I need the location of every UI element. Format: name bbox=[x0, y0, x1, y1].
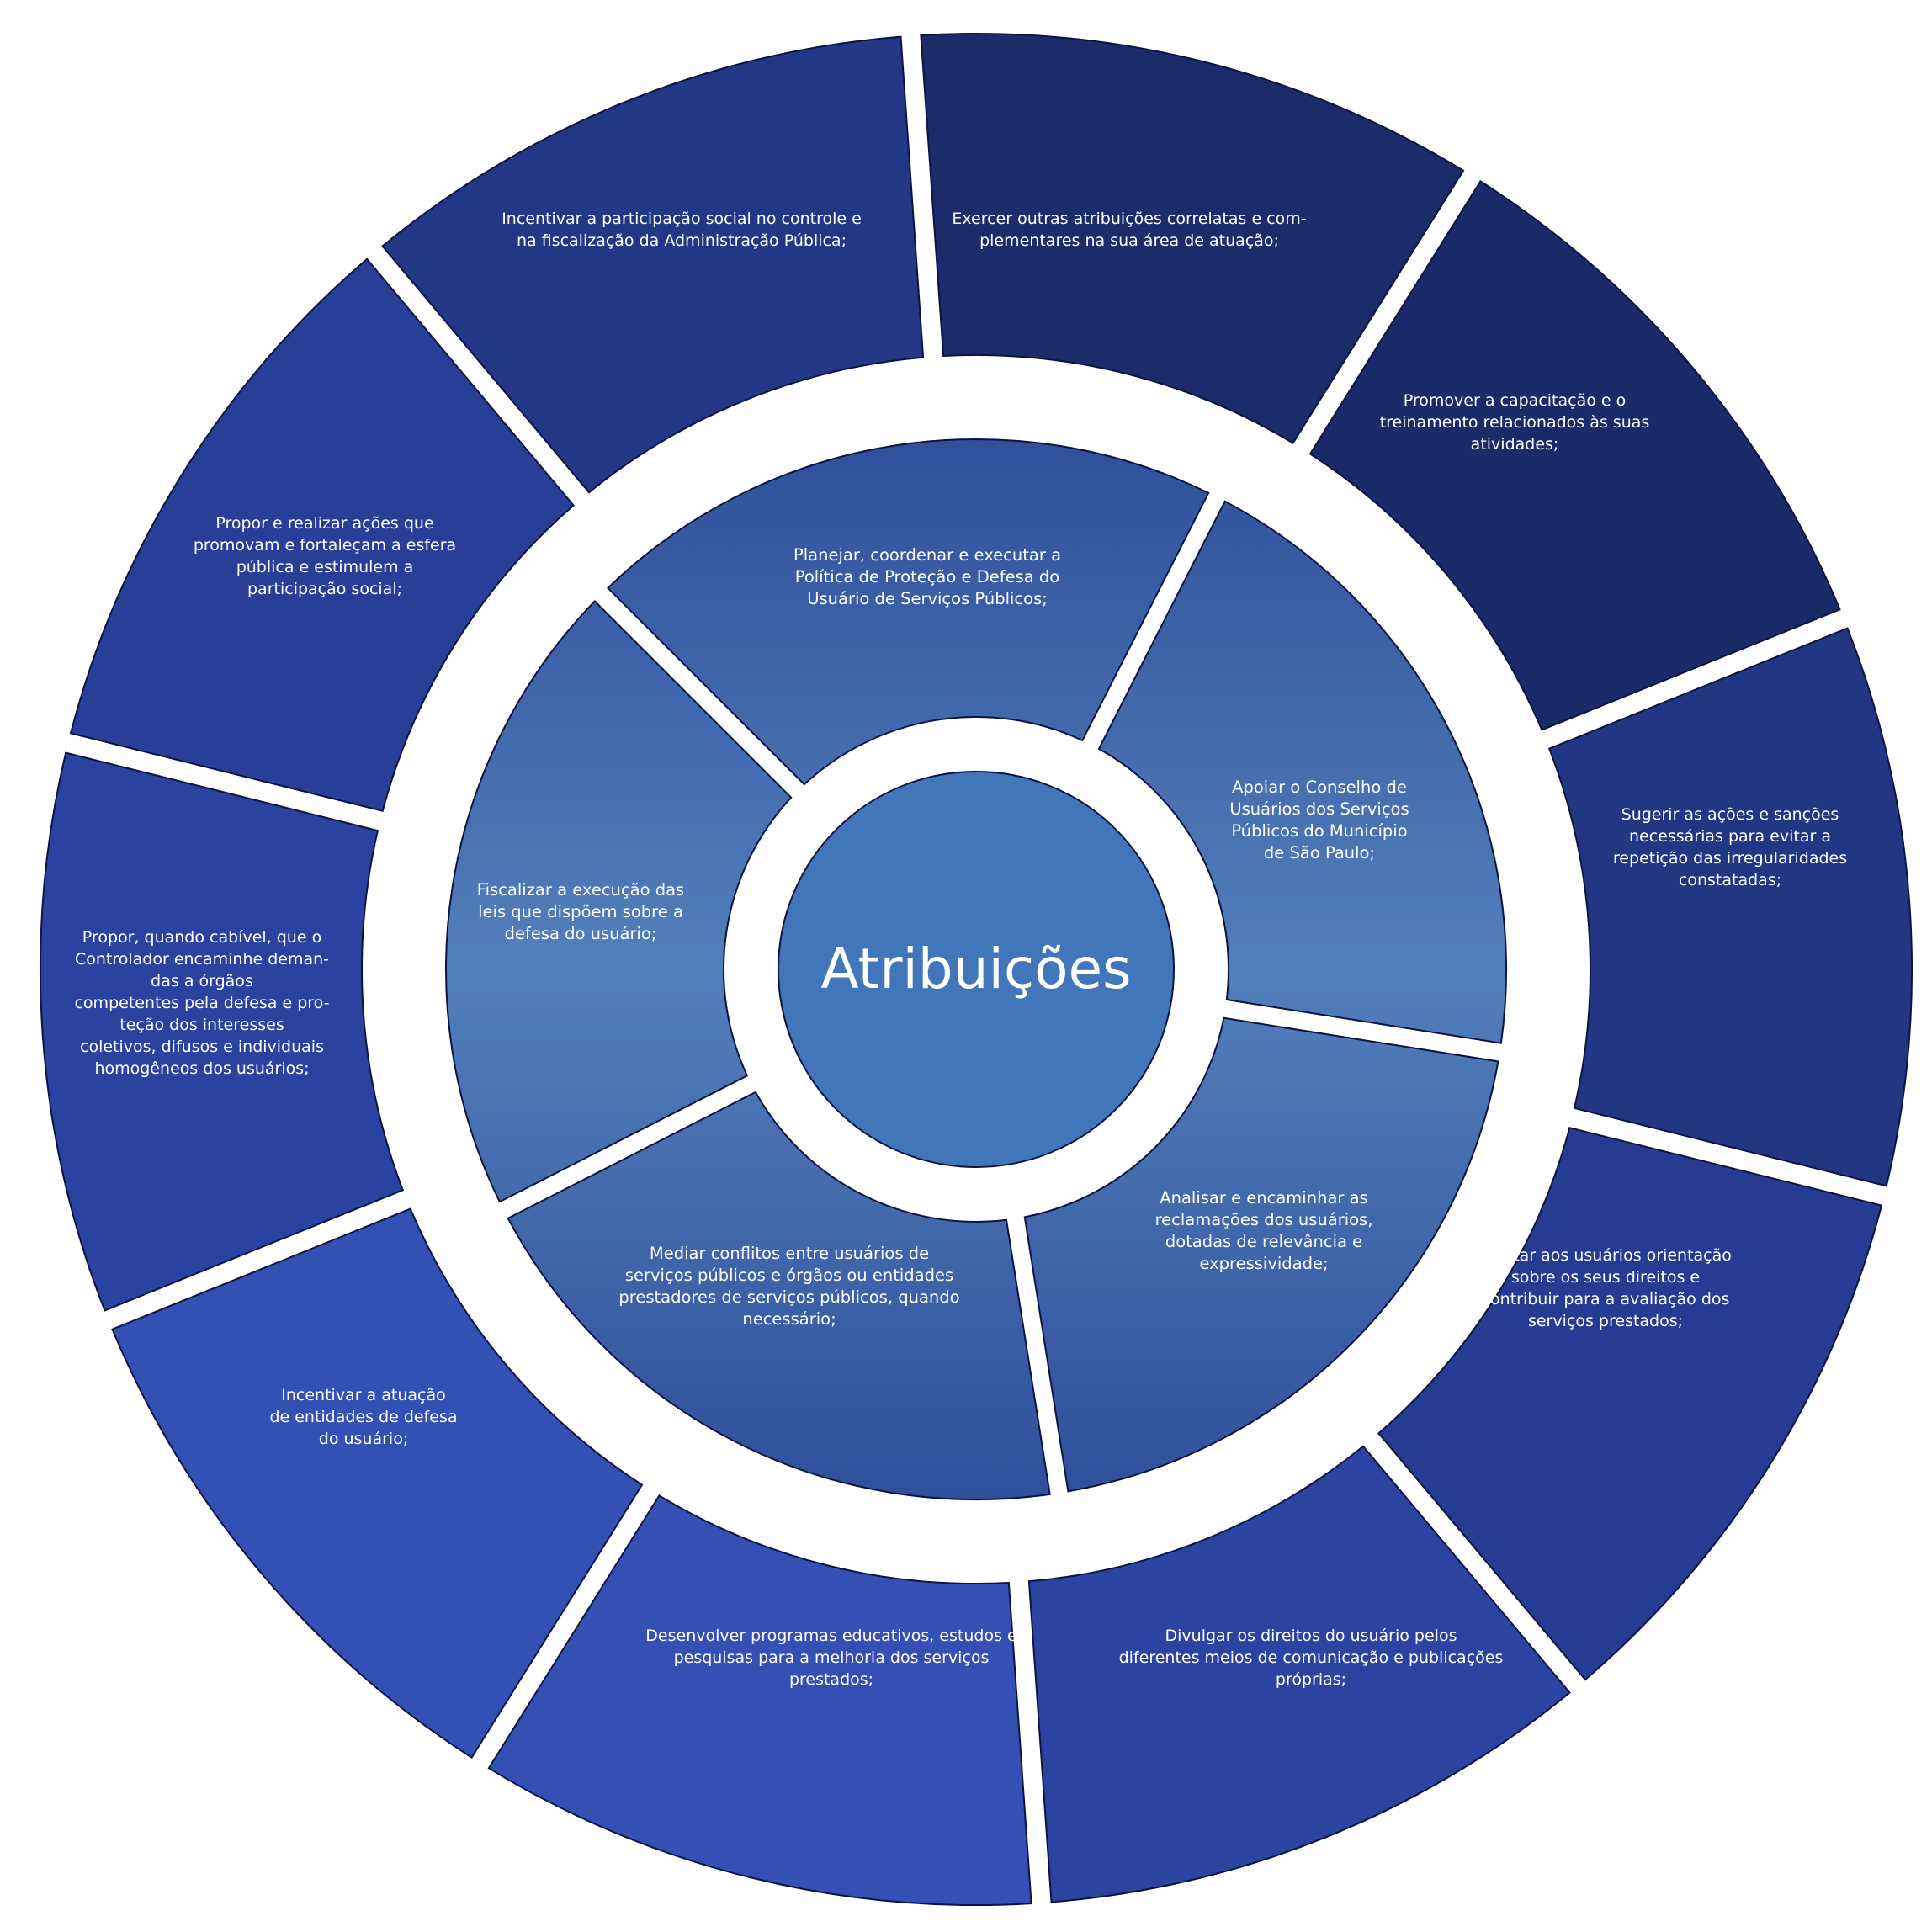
outer-segment-label: Exercer outras atribuições correlatas e … bbox=[952, 210, 1306, 250]
inner-segment-label-line: Públicos do Município bbox=[1231, 821, 1407, 841]
center-circle bbox=[778, 771, 1175, 1168]
outer-segment bbox=[1027, 1445, 1571, 1903]
outer-segment-label-line: Controlador encaminhe deman- bbox=[75, 950, 329, 969]
outer-ring: Exercer outras atribuições correlatas e … bbox=[40, 33, 1913, 1906]
inner-ring: Planejar, coordenar e executar a Política… bbox=[445, 438, 1508, 1501]
outer-segment-label-line: serviços prestados; bbox=[1528, 1312, 1683, 1330]
outer-segment-label-line: Propor e realizar ações que bbox=[215, 514, 433, 533]
outer-segment bbox=[487, 1494, 1032, 1906]
inner-segment-label: Analisar e encaminhar as reclamações dos … bbox=[1155, 1188, 1373, 1273]
outer-segment bbox=[40, 751, 405, 1312]
inner-segment-label-line: reclamações dos usuários, bbox=[1155, 1210, 1373, 1229]
inner-segment-label-line: Apoiar o Conselho de bbox=[1232, 778, 1407, 797]
outer-segment-label-line: Prestar aos usuários orientação bbox=[1479, 1246, 1732, 1265]
inner-segment bbox=[1097, 500, 1508, 1044]
outer-segment-label-line: coletivos, difusos e individuais bbox=[80, 1038, 324, 1056]
outer-segment-label-line: Sugerir as ações e sanções bbox=[1622, 805, 1839, 824]
outer-segment-label-line: teção dos interesses bbox=[119, 1016, 284, 1034]
inner-segment bbox=[606, 438, 1210, 786]
inner-segment-label-line: prestadores de serviços públicos, quando bbox=[618, 1287, 959, 1307]
outer-segment bbox=[111, 1208, 644, 1759]
inner-segment-label-line: de São Paulo; bbox=[1264, 843, 1375, 862]
outer-segment-label-line: Desenvolver programas educativos, estudo… bbox=[645, 1627, 1016, 1645]
outer-segment-label-line: Incentivar a atuação bbox=[281, 1386, 445, 1404]
outer-segment-label-line: próprias; bbox=[1276, 1670, 1346, 1689]
inner-segment-label: Planejar, coordenar e executar a Política… bbox=[794, 545, 1061, 608]
outer-segment-label-line: promovam e fortaleçam a esfera bbox=[194, 536, 456, 555]
outer-segment-label-line: competentes pela defesa e pro- bbox=[74, 994, 329, 1012]
outer-segment bbox=[1308, 180, 1841, 731]
inner-segment bbox=[445, 599, 793, 1203]
outer-segment-label-line: atividades; bbox=[1471, 435, 1559, 454]
outer-segment-label-line: na fiscalização da Administração Pública… bbox=[517, 231, 847, 250]
outer-segment-label-line: repetição das irregularidades bbox=[1613, 849, 1847, 868]
inner-segment-label-line: Analisar e encaminhar as bbox=[1160, 1188, 1367, 1208]
outer-segment bbox=[1547, 627, 1913, 1187]
inner-segment-label-line: defesa do usuário; bbox=[505, 924, 657, 943]
inner-segment-label-line: dotadas de relevância e bbox=[1165, 1232, 1362, 1251]
outer-segment-label-line: das a órgãos bbox=[151, 972, 253, 990]
inner-segment-label-line: Usuários dos Serviços bbox=[1229, 799, 1409, 819]
outer-segment-label: Incentivar a participação social no cont… bbox=[502, 210, 862, 250]
inner-segment bbox=[1023, 1016, 1499, 1493]
outer-segment bbox=[381, 35, 925, 494]
outer-segment-label: Propor e realizar ações que promovam e fo… bbox=[194, 514, 456, 598]
inner-segment-label-line: Usuário de Serviços Públicos; bbox=[807, 589, 1048, 608]
outer-segment-label-line: diferentes meios de comunicação e public… bbox=[1119, 1648, 1504, 1667]
inner-segment-label-line: Mediar conflitos entre usuários de bbox=[650, 1244, 929, 1263]
outer-segment-label-line: plementares na sua área de atuação; bbox=[979, 231, 1279, 250]
outer-segment-label-line: prestados; bbox=[789, 1670, 873, 1689]
inner-segment-label-line: Fiscalizar a execução das bbox=[477, 880, 684, 900]
outer-segment bbox=[69, 257, 575, 813]
outer-segment-label: Sugerir as ações e sanções necessárias pa… bbox=[1613, 805, 1847, 889]
outer-segment-label: Propor, quando cabível, que o Controlador… bbox=[74, 928, 329, 1078]
inner-segment-label: Mediar conflitos entre usuários de serviç… bbox=[618, 1244, 959, 1329]
outer-segment-label-line: Promover a capacitação e o bbox=[1404, 391, 1626, 410]
outer-segment-label-line: Exercer outras atribuições correlatas e … bbox=[952, 210, 1306, 228]
inner-segment-label: Apoiar o Conselho de Usuários dos Serviço… bbox=[1229, 778, 1409, 862]
inner-segment bbox=[507, 1091, 1051, 1501]
outer-segment-label-line: Divulgar os direitos do usuário pelos bbox=[1165, 1627, 1457, 1645]
inner-segment-label: Fiscalizar a execução das leis que dispõe… bbox=[477, 880, 684, 943]
outer-segment-label-line: treinamento relacionados às suas bbox=[1380, 413, 1650, 432]
outer-segment-label-line: pesquisas para a melhoria dos serviços bbox=[674, 1648, 990, 1667]
outer-segment-label-line: necessárias para evitar a bbox=[1629, 827, 1831, 846]
outer-segment-label: Incentivar a atuação de entidades de defe… bbox=[269, 1386, 457, 1448]
outer-segment-label-line: de entidades de defesa bbox=[269, 1408, 457, 1426]
inner-segment-label-line: serviços públicos e órgãos ou entidades bbox=[625, 1266, 953, 1285]
outer-segment-label: Prestar aos usuários orientação sobre os … bbox=[1479, 1246, 1732, 1330]
outer-segment-label-line: pública e estimulem a bbox=[236, 558, 414, 576]
outer-segment bbox=[920, 33, 1465, 444]
inner-segment-label-line: expressividade; bbox=[1199, 1254, 1328, 1273]
outer-segment-label-line: participação social; bbox=[247, 580, 402, 598]
center-hub: Atribuições bbox=[778, 771, 1175, 1168]
center-title: Atribuições bbox=[820, 937, 1131, 1001]
outer-segment-label-line: constatadas; bbox=[1679, 871, 1781, 889]
inner-segment-label-line: Política de Proteção e Defesa do bbox=[795, 567, 1059, 586]
outer-segment-label-line: contribuir para a avaliação dos bbox=[1482, 1290, 1730, 1308]
outer-segment-label: Desenvolver programas educativos, estudo… bbox=[645, 1627, 1016, 1689]
outer-segment-label: Promover a capacitação e o treinamento re… bbox=[1380, 391, 1650, 454]
outer-segment-label-line: sobre os seus direitos e bbox=[1511, 1268, 1700, 1287]
outer-segment-label-line: do usuário; bbox=[319, 1430, 408, 1448]
inner-segment-label-line: leis que dispõem sobre a bbox=[478, 902, 683, 921]
outer-segment-label: Divulgar os direitos do usuário pelos dif… bbox=[1119, 1627, 1504, 1689]
outer-segment-label-line: Incentivar a participação social no cont… bbox=[502, 210, 862, 228]
outer-segment-label-line: Propor, quando cabível, que o bbox=[82, 928, 321, 947]
outer-segment-label-line: homogêneos dos usuários; bbox=[94, 1059, 309, 1078]
outer-segment bbox=[1377, 1126, 1883, 1681]
inner-segment-label-line: Planejar, coordenar e executar a bbox=[794, 545, 1061, 565]
inner-segment-label-line: necessário; bbox=[742, 1309, 836, 1329]
